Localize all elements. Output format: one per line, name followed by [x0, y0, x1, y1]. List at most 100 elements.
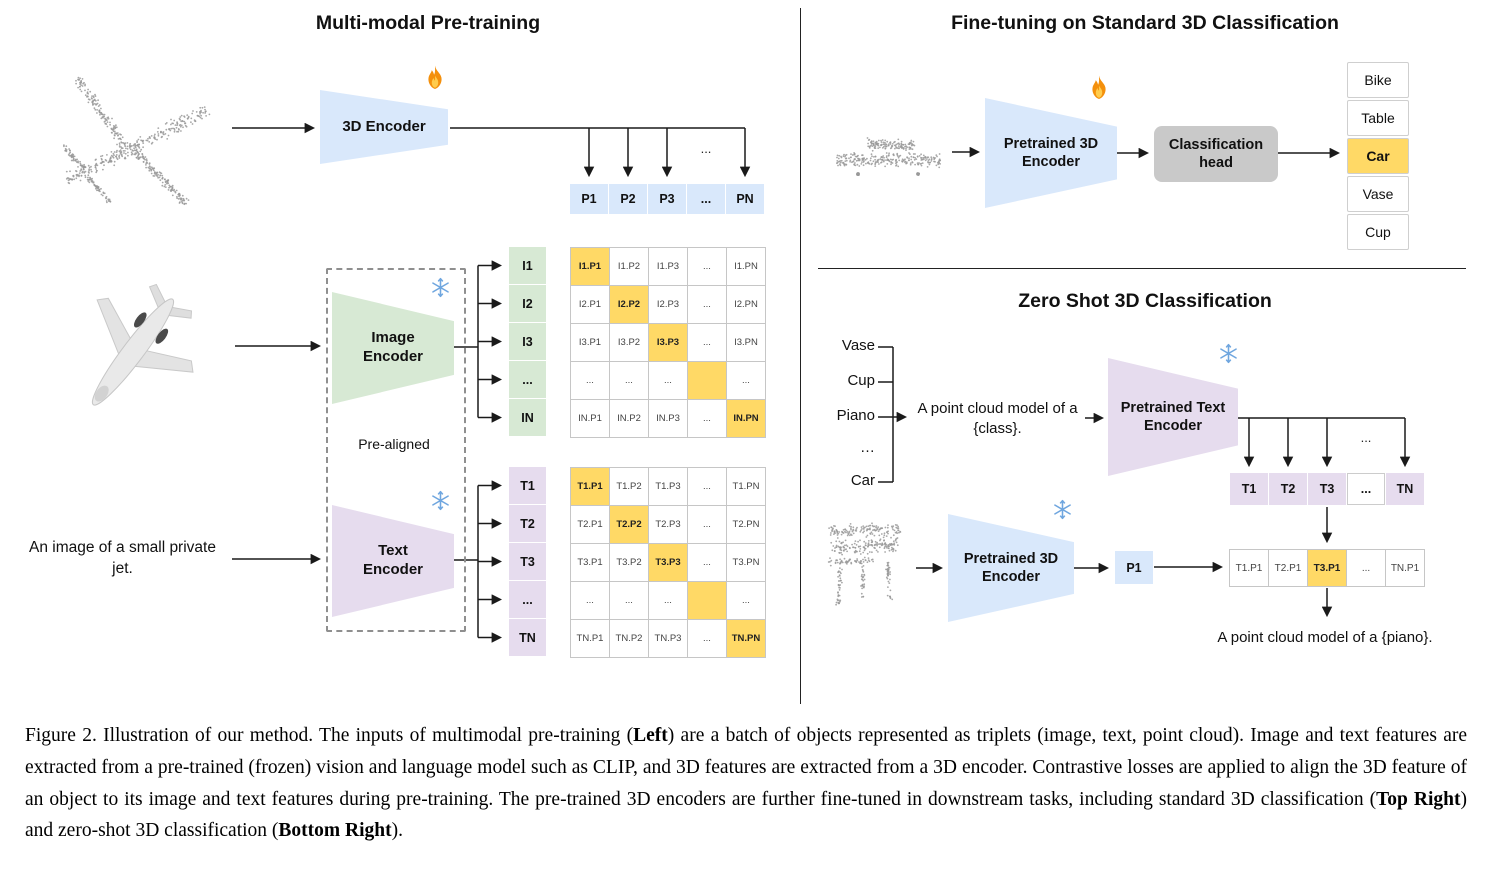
matrix-cell: IN.PN — [727, 400, 765, 437]
matrix-cell: T1.P1 — [571, 468, 609, 505]
snowflake-icon — [1218, 343, 1239, 364]
pretrained-3d-encoder-label: Pretrained 3D Encoder — [999, 135, 1103, 171]
text-feature-column: T1T2T3...TN — [509, 467, 546, 656]
left-panel-title: Multi-modal Pre-training — [228, 12, 628, 35]
i-header-cell: I3 — [509, 323, 546, 360]
p-header-cell: P2 — [609, 184, 647, 214]
matrix-cell: ... — [727, 582, 765, 619]
matrix-cell: T3.P1 — [571, 544, 609, 581]
t-cell: T3 — [1308, 473, 1346, 505]
matrix-cell: T3.P2 — [610, 544, 648, 581]
matrix-cell: I1.P2 — [610, 248, 648, 285]
class-option: Vase — [1347, 176, 1409, 212]
p-output-ellipsis: ... — [686, 141, 726, 156]
matrix-cell: T1.PN — [727, 468, 765, 505]
matrix-cell: ... — [610, 582, 648, 619]
matrix-cell: ... — [688, 400, 726, 437]
fire-icon — [424, 64, 446, 91]
prompt-template-text: A point cloud model of a {class}. — [910, 399, 1085, 440]
matrix-cell: I2.P2 — [610, 286, 648, 323]
matrix-cell: ... — [688, 468, 726, 505]
snowflake-icon — [1052, 499, 1073, 520]
class-option: Table — [1347, 100, 1409, 136]
matrix-cell: I2.P3 — [649, 286, 687, 323]
matrix-cell: I3.P3 — [649, 324, 687, 361]
t-header-cell: TN — [509, 619, 546, 656]
text-feature-row: T1T2T3...TN — [1230, 473, 1424, 505]
matrix-cell: TN.P1 — [571, 620, 609, 657]
zero-shot-result-text: A point cloud model of a {piano}. — [1180, 628, 1470, 648]
caption-segment: Left — [633, 725, 668, 746]
matrix-cell: I3.P2 — [610, 324, 648, 361]
similarity-score-row: T1.P1T2.P1T3.P1...TN.P1 — [1229, 549, 1425, 587]
pretrained-3d-encoder-frozen-label: Pretrained 3D Encoder — [959, 550, 1063, 586]
prealigned-label: Pre-aligned — [326, 436, 462, 452]
t-cell: TN — [1386, 473, 1424, 505]
matrix-cell: ... — [649, 582, 687, 619]
p-header-cell: P3 — [648, 184, 686, 214]
matrix-cell: IN.P2 — [610, 400, 648, 437]
caption-segment: Top Right — [1376, 789, 1460, 810]
matrix-cell: ... — [571, 362, 609, 399]
matrix-cell: ... — [610, 362, 648, 399]
t-header-cell: T2 — [509, 505, 546, 542]
zero-shot-title: Zero Shot 3D Classification — [860, 290, 1430, 313]
matrix-cell: TN.P3 — [649, 620, 687, 657]
matrix-cell: I2.P1 — [571, 286, 609, 323]
matrix-cell: ... — [688, 286, 726, 323]
piano-point-cloud — [818, 510, 913, 615]
class-word: Cup — [815, 372, 875, 392]
matrix-cell: I3.PN — [727, 324, 765, 361]
image-encoder-label: Image Encoder — [358, 329, 428, 367]
matrix-cell: ... — [571, 582, 609, 619]
caption-segment: Figure 2. Illustration of our method. Th… — [25, 725, 633, 746]
t-header-cell: T3 — [509, 543, 546, 580]
matrix-cell: T3.PN — [727, 544, 765, 581]
matrix-cell — [688, 362, 726, 399]
matrix-cell: T1.P3 — [649, 468, 687, 505]
t-cell: T2 — [1269, 473, 1307, 505]
horizontal-divider — [818, 268, 1466, 269]
top-right-title: Fine-tuning on Standard 3D Classificatio… — [860, 12, 1430, 35]
p-header-cell: P1 — [570, 184, 608, 214]
matrix-cell: TN.PN — [727, 620, 765, 657]
class-option: Car — [1347, 138, 1409, 174]
matrix-cell — [688, 582, 726, 619]
class-word: Car — [815, 472, 875, 492]
image-feature-column: I1I2I3...IN — [509, 247, 546, 436]
t-header-cell: T1 — [509, 467, 546, 504]
class-word: Piano — [815, 407, 875, 427]
matrix-cell: ... — [688, 324, 726, 361]
matrix-cell: I1.P1 — [571, 248, 609, 285]
similarity-cell: T1.P1 — [1230, 550, 1268, 586]
similarity-cell: TN.P1 — [1386, 550, 1424, 586]
caption-segment: Bottom Right — [278, 820, 391, 841]
fire-icon — [1088, 74, 1110, 101]
pretrained-text-encoder-label: Pretrained Text Encoder — [1117, 399, 1229, 435]
figure-caption: Figure 2. Illustration of our method. Th… — [25, 720, 1467, 847]
similarity-cell: ... — [1347, 550, 1385, 586]
text-point-similarity-matrix: T1.P1T1.P2T1.P3...T1.PNT2.P1T2.P2T2.P3..… — [570, 467, 766, 658]
matrix-cell: T1.P2 — [610, 468, 648, 505]
snowflake-icon — [430, 277, 451, 298]
p-header-cell: ... — [687, 184, 725, 214]
p1-feature-cell: P1 — [1115, 551, 1153, 584]
t-header-cell: ... — [509, 581, 546, 618]
t-cell: ... — [1347, 473, 1385, 505]
matrix-cell: T2.P3 — [649, 506, 687, 543]
matrix-cell: ... — [688, 506, 726, 543]
matrix-cell: TN.P2 — [610, 620, 648, 657]
class-option: Cup — [1347, 214, 1409, 250]
matrix-cell: T2.P2 — [610, 506, 648, 543]
text-encoder-label: Text Encoder — [358, 542, 428, 580]
p-header-cell: PN — [726, 184, 764, 214]
image-point-similarity-matrix: I1.P1I1.P2I1.P3...I1.PNI2.P1I2.P2I2.P3..… — [570, 247, 766, 438]
matrix-cell: ... — [727, 362, 765, 399]
matrix-cell: T3.P3 — [649, 544, 687, 581]
caption-segment: ). — [392, 820, 403, 841]
classification-result-list: BikeTableCarVaseCup — [1347, 62, 1409, 250]
i-header-cell: IN — [509, 399, 546, 436]
similarity-cell: T2.P1 — [1269, 550, 1307, 586]
snowflake-icon — [430, 490, 451, 511]
t-output-ellipsis: ... — [1346, 430, 1386, 445]
